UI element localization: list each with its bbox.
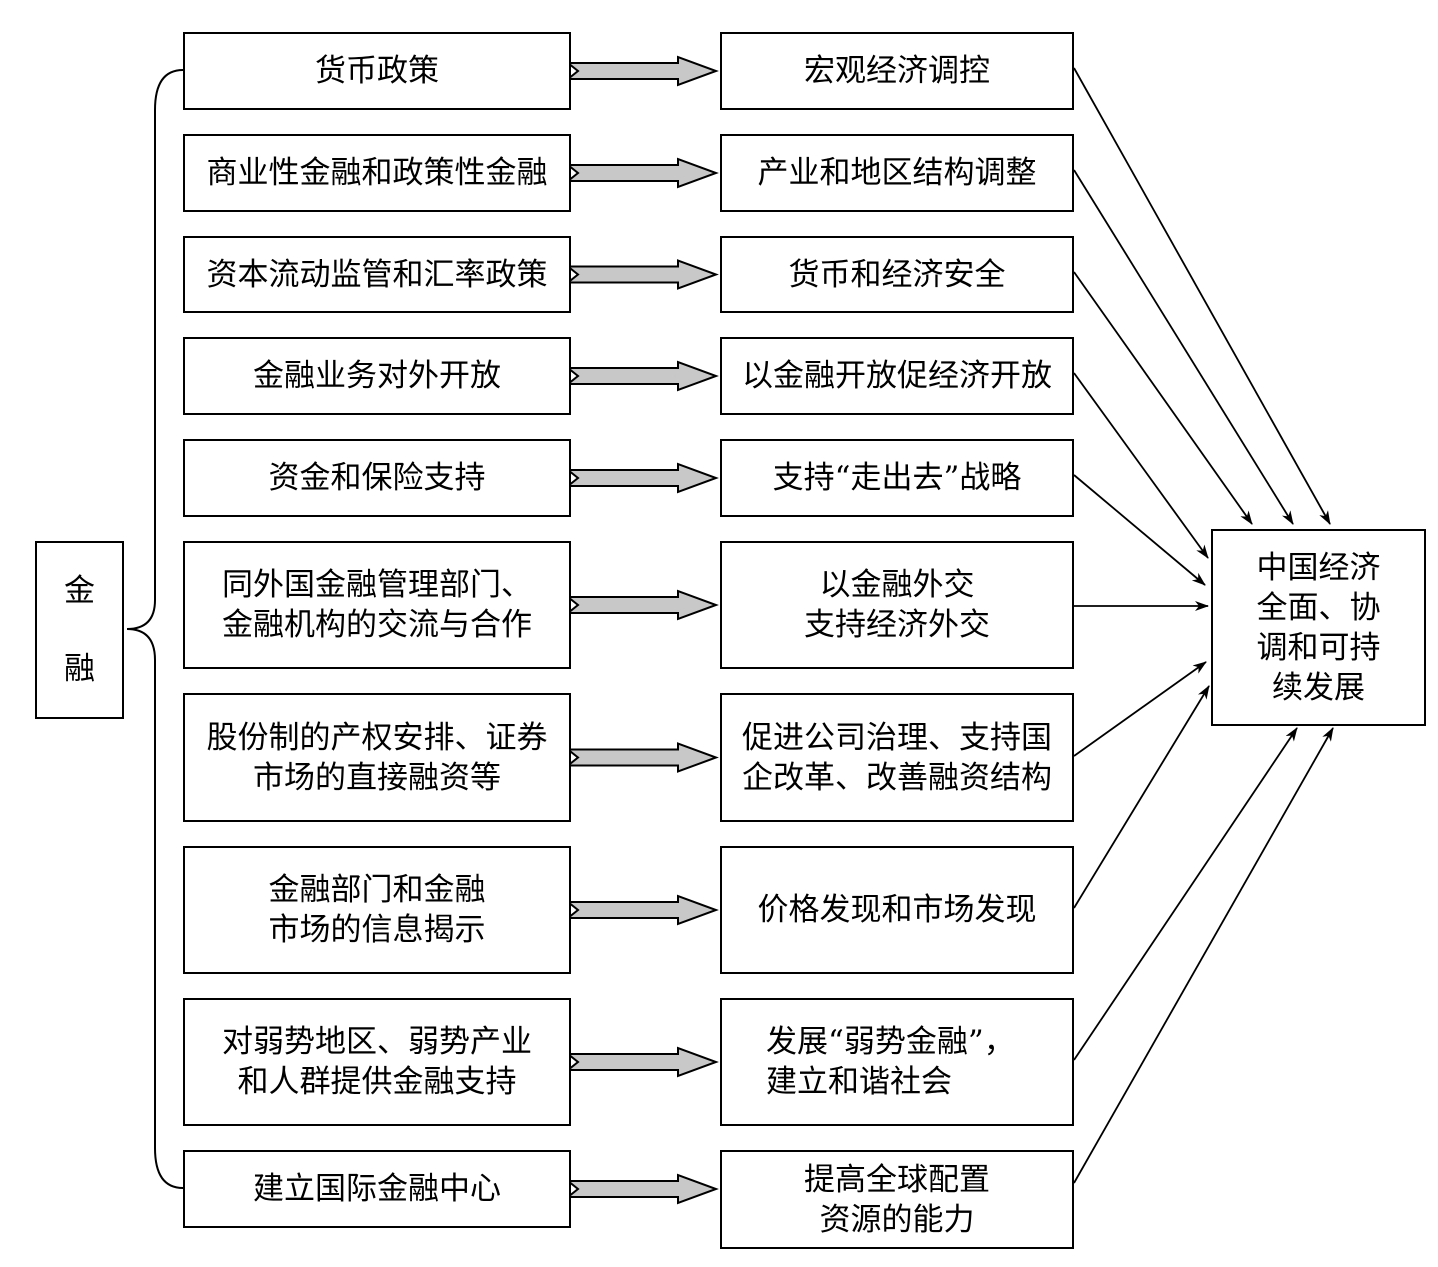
goal-arrow [1073,372,1209,559]
root-bracket [126,69,184,1189]
block-arrow [565,589,719,621]
block-arrow [565,742,719,773]
goal-arrow [1073,727,1334,1184]
cause-box: 商业性金融和政策性金融 [183,134,571,212]
cause-box: 对弱势地区、弱势产业 和人群提供金融支持 [183,998,571,1126]
block-arrow [565,360,719,392]
block-arrow [565,259,719,290]
block-arrow [565,157,719,189]
goal-arrow [1073,271,1253,525]
cause-box: 金融业务对外开放 [183,337,571,415]
block-arrow [565,1046,719,1078]
effect-box: 促进公司治理、支持国 企改革、改善融资结构 [720,693,1074,822]
effect-box: 货币和经济安全 [720,236,1074,313]
block-arrow [565,462,719,494]
cause-box: 股份制的产权安排、证券 市场的直接融资等 [183,693,571,822]
goal-arrow [1073,474,1206,586]
cause-box: 货币政策 [183,32,571,110]
effect-box: 产业和地区结构调整 [720,134,1074,212]
block-arrow [565,894,719,926]
goal-arrow [1073,727,1298,1061]
block-arrow [565,55,719,87]
cause-box: 同外国金融管理部门、 金融机构的交流与合作 [183,541,571,669]
effect-box: 发展“弱势金融”， 建立和谐社会 [720,998,1074,1126]
goal-arrow [1073,661,1207,757]
goal-arrow [1073,67,1331,525]
root-finance-box: 金 融 [35,541,124,719]
cause-box: 资本流动监管和汇率政策 [183,236,571,313]
effect-box: 以金融开放促经济开放 [720,337,1074,415]
effect-box: 提高全球配置 资源的能力 [720,1150,1074,1249]
goal-arrow [1073,169,1294,525]
goal-box: 中国经济 全面、协 调和可持 续发展 [1211,529,1426,726]
goal-arrow [1073,685,1210,909]
effect-box: 宏观经济调控 [720,32,1074,110]
block-arrow [565,1173,719,1205]
effect-box: 以金融外交 支持经济外交 [720,541,1074,669]
cause-box: 建立国际金融中心 [183,1150,571,1228]
cause-box: 资金和保险支持 [183,439,571,517]
effect-box: 支持“走出去”战略 [720,439,1074,517]
effect-box: 价格发现和市场发现 [720,846,1074,974]
cause-box: 金融部门和金融 市场的信息揭示 [183,846,571,974]
